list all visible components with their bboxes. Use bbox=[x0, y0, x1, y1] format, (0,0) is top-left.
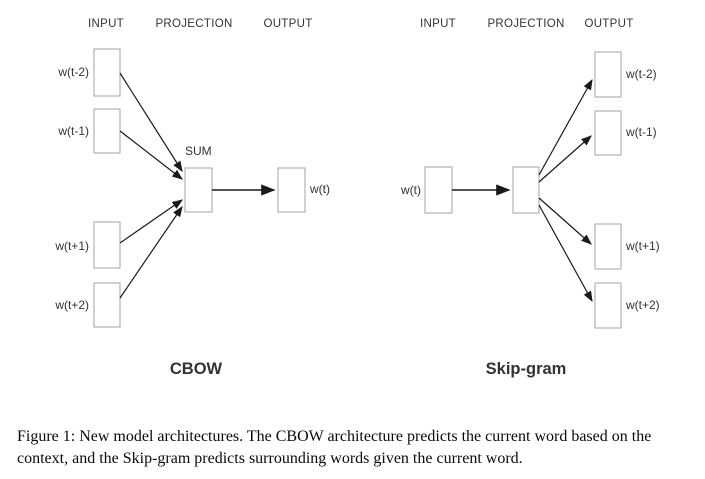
skipgram-arrow-wt+2 bbox=[538, 204, 593, 303]
cbow-title: CBOW bbox=[170, 360, 223, 378]
skipgram-header-projection: PROJECTION bbox=[487, 18, 564, 30]
cbow-projection-box bbox=[184, 167, 213, 213]
skipgram-input-box bbox=[424, 166, 453, 214]
cbow-input-label-wt+1: w(t+1) bbox=[54, 239, 89, 253]
cbow-output-label: w(t) bbox=[309, 182, 330, 196]
skipgram-output-label-wt-1: w(t-1) bbox=[625, 125, 657, 139]
cbow-arrow-wt-1 bbox=[119, 130, 183, 180]
skipgram-input-label: w(t) bbox=[400, 183, 421, 197]
skipgram-projection-box bbox=[512, 166, 540, 214]
skipgram-arrow-wt+1 bbox=[538, 197, 592, 245]
skipgram-header-output: OUTPUT bbox=[584, 18, 633, 30]
cbow-sum-label: SUM bbox=[185, 144, 212, 158]
skipgram-output-label-wt+2: w(t+2) bbox=[625, 298, 660, 312]
cbow-header-output: OUTPUT bbox=[263, 18, 312, 30]
architecture-diagram: INPUT PROJECTION OUTPUT w(t-2) w(t-1) w(… bbox=[54, 18, 660, 378]
cbow-input-box-wt+1 bbox=[93, 221, 121, 269]
cbow-header-input: INPUT bbox=[88, 18, 124, 30]
skipgram-arrow-wt-2 bbox=[538, 78, 593, 176]
cbow-input-label-wt+2: w(t+2) bbox=[54, 298, 89, 312]
skipgram-output-label-wt-2: w(t-2) bbox=[625, 67, 657, 81]
skipgram-diagram: INPUT PROJECTION OUTPUT w(t) w(t-2) w(t-… bbox=[400, 18, 660, 378]
skipgram-output-box-wt-2 bbox=[594, 51, 622, 98]
skipgram-output-box-wt-1 bbox=[594, 110, 622, 156]
skipgram-output-box-wt+1 bbox=[594, 223, 622, 270]
skipgram-output-label-wt+1: w(t+1) bbox=[625, 239, 660, 253]
cbow-arrow-wt+2 bbox=[119, 206, 183, 299]
cbow-input-box-wt-1 bbox=[93, 108, 121, 154]
cbow-arrow-wt-2 bbox=[119, 72, 183, 173]
cbow-input-box-wt-2 bbox=[93, 48, 121, 97]
skipgram-arrow-wt-1 bbox=[538, 135, 592, 183]
figure-caption-line2: context, and the Skip-gram predicts surr… bbox=[17, 450, 523, 467]
figure-caption: Figure 1: New model architectures. The C… bbox=[17, 426, 695, 470]
skipgram-header-input: INPUT bbox=[420, 18, 456, 30]
cbow-input-label-wt-2: w(t-2) bbox=[57, 65, 89, 79]
cbow-output-box bbox=[277, 167, 306, 213]
skipgram-title: Skip-gram bbox=[486, 360, 567, 378]
skipgram-output-box-wt+2 bbox=[594, 282, 622, 329]
figure-caption-line1: Figure 1: New model architectures. The C… bbox=[17, 428, 652, 445]
cbow-input-label-wt-1: w(t-1) bbox=[57, 124, 89, 138]
cbow-arrow-wt+1 bbox=[119, 199, 183, 244]
cbow-diagram: INPUT PROJECTION OUTPUT w(t-2) w(t-1) w(… bbox=[54, 18, 330, 378]
cbow-input-box-wt+2 bbox=[93, 282, 121, 328]
cbow-header-projection: PROJECTION bbox=[155, 18, 232, 30]
